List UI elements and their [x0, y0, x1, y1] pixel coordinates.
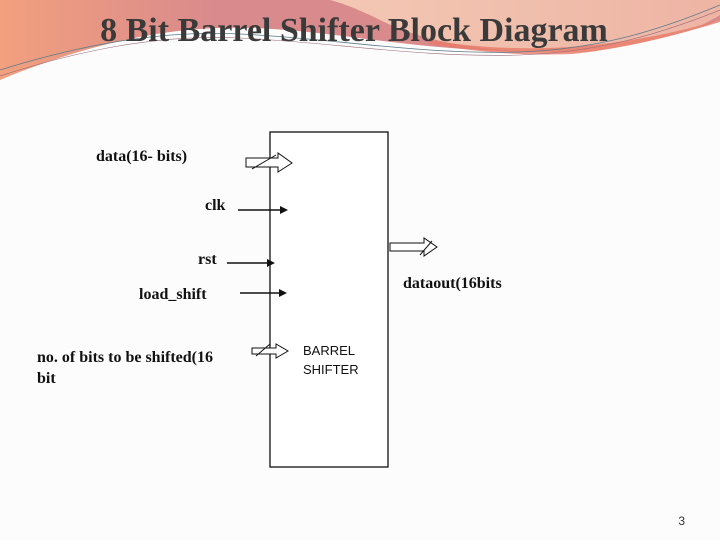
- input-label-rst: rst: [198, 251, 217, 268]
- output-label-dataout: dataout(16bits: [403, 275, 502, 292]
- page-number: 3: [678, 514, 685, 528]
- input-label-shift-amount-line2: bit: [37, 370, 56, 387]
- input-label-clk: clk: [205, 197, 226, 214]
- input-label-shift-amount: no. of bits to be shifted(16 bit: [37, 347, 213, 389]
- input-label-load-shift: load_shift: [139, 286, 207, 303]
- clk-arrow-icon: [238, 206, 288, 214]
- rst-arrow-icon: [227, 259, 275, 267]
- load-shift-arrow-icon: [240, 289, 287, 297]
- input-label-shift-amount-line1: no. of bits to be shifted(16: [37, 349, 214, 366]
- block-label-line1: BARREL: [303, 343, 356, 358]
- slide-title: 8 Bit Barrel Shifter Block Diagram: [100, 12, 608, 49]
- header-decoration: [0, 0, 720, 90]
- block-label-line2: SHIFTER: [303, 362, 359, 377]
- input-label-data: data(16- bits): [96, 148, 188, 165]
- barrel-shifter-block: [269, 131, 389, 468]
- block-label: BARREL SHIFTER: [303, 341, 359, 379]
- dataout-bus-arrow-icon: [389, 237, 438, 257]
- shift-amount-bus-arrow-icon: [251, 343, 289, 359]
- data-bus-arrow-icon: [245, 152, 293, 173]
